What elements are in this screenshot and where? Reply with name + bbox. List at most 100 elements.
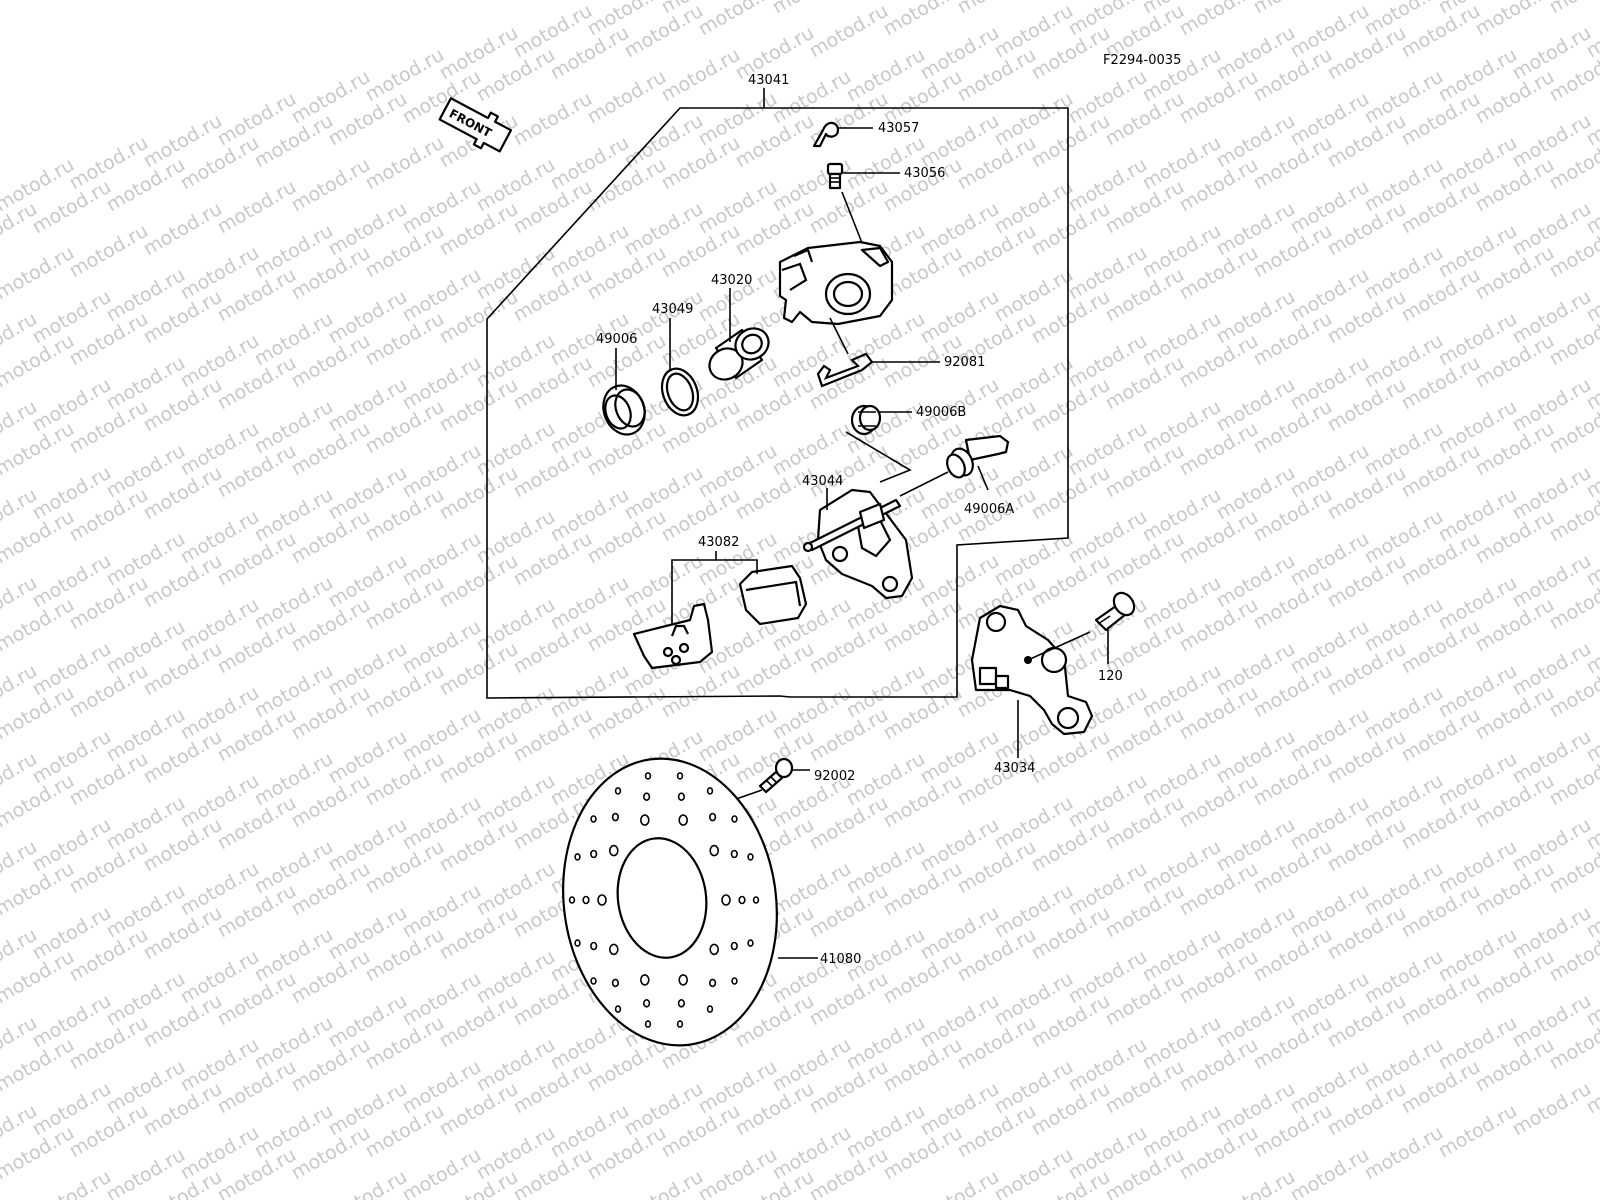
disc-hole	[574, 853, 581, 861]
piston-43020	[708, 327, 770, 381]
disc-hole	[730, 941, 738, 951]
disc-hole	[597, 894, 607, 906]
disc-hole	[676, 772, 684, 780]
disc-hole	[731, 815, 738, 823]
watermark-text: motod.ru	[1472, 0, 1558, 40]
part-number-120: 120	[1098, 669, 1123, 684]
leader-49006a	[977, 465, 989, 491]
disc-hole	[590, 977, 597, 985]
watermark-text: motod.ru	[288, 154, 374, 217]
disc-hole	[747, 939, 754, 947]
part-number-43034: 43034	[994, 761, 1035, 776]
disc-hole	[644, 772, 652, 780]
watermark-text: motod.ru	[880, 0, 966, 40]
watermark-text: motod.ru	[1287, 1144, 1373, 1200]
disc-hole	[706, 1005, 714, 1013]
disc-hole	[590, 941, 598, 951]
watermark-text: motod.ru	[695, 0, 781, 40]
watermark-text: motod.ru	[0, 242, 78, 305]
disc-hole	[730, 849, 738, 859]
disc-hole	[644, 1020, 652, 1028]
leader-boot-to-bracket	[845, 431, 912, 483]
caliper-assembly-outline	[486, 107, 1069, 699]
disc-hole	[708, 812, 717, 822]
watermark-text: motod.ru	[1250, 0, 1336, 18]
watermark-text: motod.ru	[66, 220, 152, 283]
watermark-text: motod.ru	[1435, 1100, 1521, 1163]
disc-hole	[590, 815, 597, 823]
disc-hole	[677, 792, 686, 802]
watermark-text: motod.ru	[325, 1166, 411, 1200]
leader-bolt-to-mount	[1027, 631, 1091, 661]
watermark-text: motod.ru	[510, 88, 596, 151]
disc-hole	[574, 939, 581, 947]
watermark-text: motod.ru	[954, 0, 1040, 18]
disc-hole	[678, 814, 689, 826]
part-number-92081: 92081	[944, 355, 985, 370]
disc-hole	[608, 844, 619, 857]
boot-pin-49006a	[899, 434, 1010, 497]
disc-hole	[738, 895, 746, 905]
disc-hole	[639, 814, 650, 826]
disc-hole	[678, 974, 689, 986]
disc-hole	[614, 1005, 622, 1013]
part-number-43082: 43082	[698, 535, 739, 550]
bleeder-cap-43057	[812, 121, 840, 148]
watermark-text: motod.ru	[621, 1166, 707, 1200]
dust-boot-49006	[602, 384, 646, 436]
disc-hole	[676, 1020, 684, 1028]
watermark-text: motod.ru	[1546, 0, 1600, 18]
bolt-120	[1094, 591, 1136, 632]
disc-holes	[568, 772, 760, 1028]
watermark-text: motod.ru	[1176, 0, 1262, 40]
caliper-body	[778, 240, 894, 326]
bleeder-valve-43056	[826, 162, 844, 190]
part-number-49006: 49006	[596, 332, 637, 347]
disc-hole	[639, 974, 650, 986]
watermark-text: motod.ru	[214, 176, 300, 239]
part-number-49006a: 49006A	[964, 502, 1014, 517]
disc-hole	[706, 787, 714, 795]
caliper-mount-bracket-43034	[970, 604, 1094, 736]
watermark-text: motod.ru	[769, 0, 855, 18]
watermark-text: motod.ru	[29, 1166, 115, 1200]
clip-92081	[816, 352, 874, 388]
watermark-text: motod.ru	[658, 44, 744, 107]
diagram-code: F2294-0035	[1103, 53, 1181, 68]
part-number-43056: 43056	[904, 166, 945, 181]
caliper-bracket-43044	[802, 488, 914, 600]
disc-hole	[614, 787, 622, 795]
watermark-text: motod.ru	[584, 66, 670, 129]
watermark-text: motod.ru	[1509, 1078, 1595, 1141]
part-number-92002: 92002	[814, 769, 855, 784]
watermark-text: motod.ru	[362, 132, 448, 195]
watermark-text: motod.ru	[1213, 1166, 1299, 1200]
bolt-92002	[758, 757, 794, 794]
watermark-text: motod.ru	[806, 0, 892, 62]
disc-hole	[709, 943, 720, 956]
watermark-text: motod.ru	[917, 1166, 1003, 1200]
part-number-43057: 43057	[878, 121, 919, 136]
disc-hole	[590, 849, 598, 859]
brake-pad-set-43082	[632, 564, 808, 670]
part-number-41080: 41080	[820, 952, 861, 967]
part-number-43044: 43044	[802, 474, 843, 489]
disc-hole	[611, 978, 620, 988]
disc-hole	[708, 978, 717, 988]
watermark-text: motod.ru	[140, 198, 226, 261]
disc-hole	[642, 998, 651, 1008]
part-number-43020: 43020	[711, 273, 752, 288]
leader-43082-bracket	[671, 559, 758, 624]
boot-49006b	[850, 404, 882, 436]
part-number-43049: 43049	[652, 302, 693, 317]
disc-hole	[731, 977, 738, 985]
part-number-43041: 43041	[748, 73, 789, 88]
disc-hole	[752, 896, 760, 904]
disc-hole	[568, 896, 576, 904]
watermark-text: motod.ru	[1361, 1122, 1447, 1185]
brake-disc-41080	[562, 757, 778, 1047]
leader-caliper-to-clip	[829, 317, 849, 355]
disc-hole	[608, 943, 619, 956]
disc-hole	[582, 895, 590, 905]
